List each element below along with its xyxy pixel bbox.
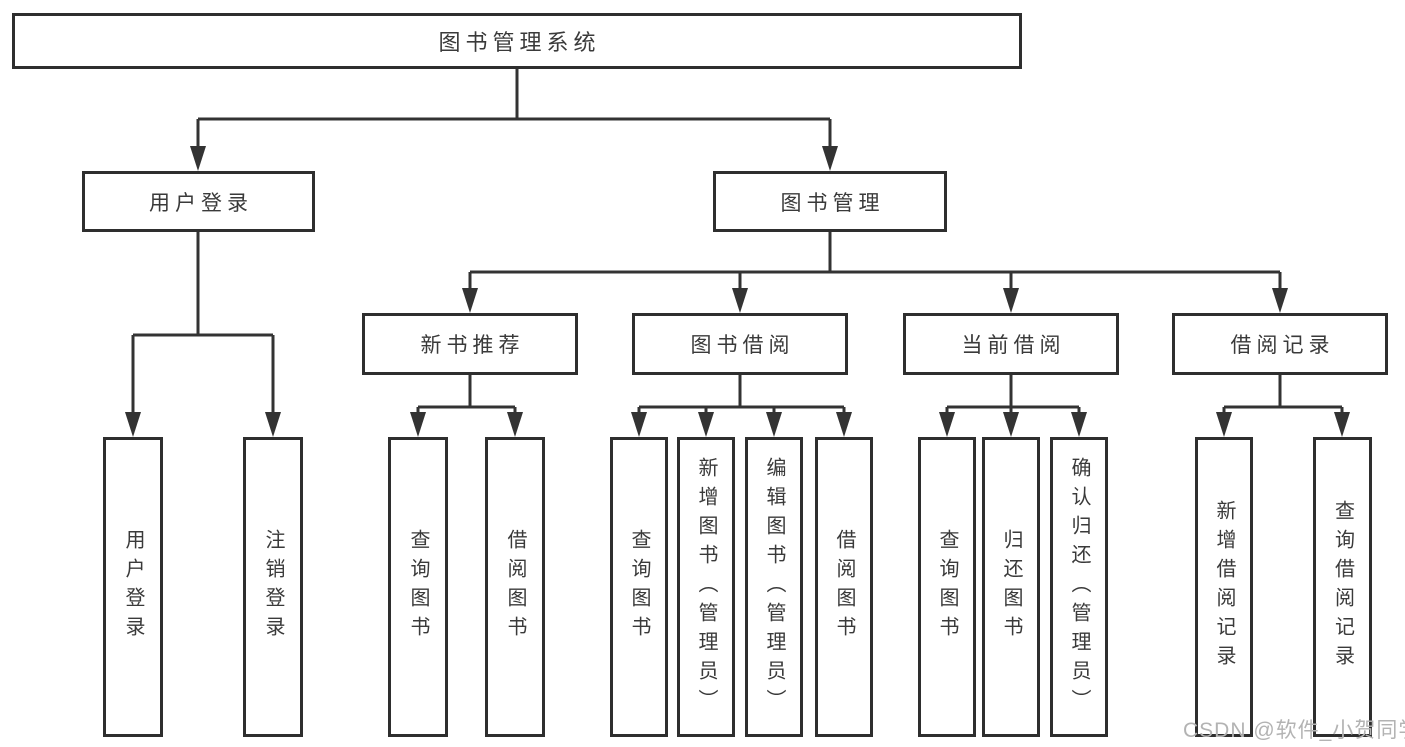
node-book-management: 图书管理 (713, 171, 947, 232)
csdn-watermark: CSDN @软件_小贺同学 (1183, 719, 1405, 742)
node-book-borrow: 图书借阅 (632, 313, 848, 375)
leaf-query-books-current: 查询图书 (918, 437, 976, 737)
leaf-query-books-recommend: 查询图书 (388, 437, 448, 737)
leaf-label: 用户登录 (122, 529, 144, 645)
node-label: 借阅记录 (1230, 334, 1335, 357)
leaf-label: 查询借阅记录 (1331, 500, 1354, 674)
node-label: 图书管理系统 (438, 30, 601, 55)
leaf-label: 查询图书 (628, 529, 650, 645)
node-label: 新书推荐 (420, 334, 525, 357)
node-library-management-system: 图书管理系统 (12, 13, 1022, 69)
node-label: 图书借阅 (690, 334, 795, 357)
node-current-borrow: 当前借阅 (903, 313, 1119, 375)
leaf-label: 确认归还（管理员） (1068, 456, 1090, 718)
node-label: 图书管理 (780, 191, 885, 215)
leaf-label: 新增借阅记录 (1213, 500, 1235, 674)
node-label: 当前借阅 (961, 334, 1066, 357)
leaf-confirm-return-admin: 确认归还（管理员） (1050, 437, 1108, 737)
node-label: 用户登录 (149, 191, 253, 215)
leaf-return-books: 归还图书 (982, 437, 1040, 737)
leaf-label: 注销登录 (262, 529, 284, 645)
leaf-label: 归还图书 (1000, 529, 1022, 645)
leaf-query-books-borrow: 查询图书 (610, 437, 668, 737)
leaf-label: 查询图书 (936, 529, 958, 645)
leaf-label: 借阅图书 (504, 529, 526, 645)
leaf-label: 编辑图书（管理员） (763, 456, 785, 718)
leaf-add-books-admin: 新增图书（管理员） (677, 437, 735, 737)
leaf-user-login: 用户登录 (103, 437, 163, 737)
leaf-edit-books-admin: 编辑图书（管理员） (745, 437, 803, 737)
node-new-book-recommend: 新书推荐 (362, 313, 578, 375)
leaf-query-borrow-record: 查询借阅记录 (1313, 437, 1372, 737)
node-user-login: 用户登录 (82, 171, 315, 232)
leaf-borrow-books-recommend: 借阅图书 (485, 437, 545, 737)
leaf-label: 新增图书（管理员） (695, 456, 717, 718)
leaf-add-borrow-record: 新增借阅记录 (1195, 437, 1253, 737)
leaf-label: 借阅图书 (833, 529, 855, 645)
leaf-borrow-books-borrow: 借阅图书 (815, 437, 873, 737)
node-borrow-records: 借阅记录 (1172, 313, 1388, 375)
leaf-label: 查询图书 (407, 529, 429, 645)
leaf-logout-login: 注销登录 (243, 437, 303, 737)
